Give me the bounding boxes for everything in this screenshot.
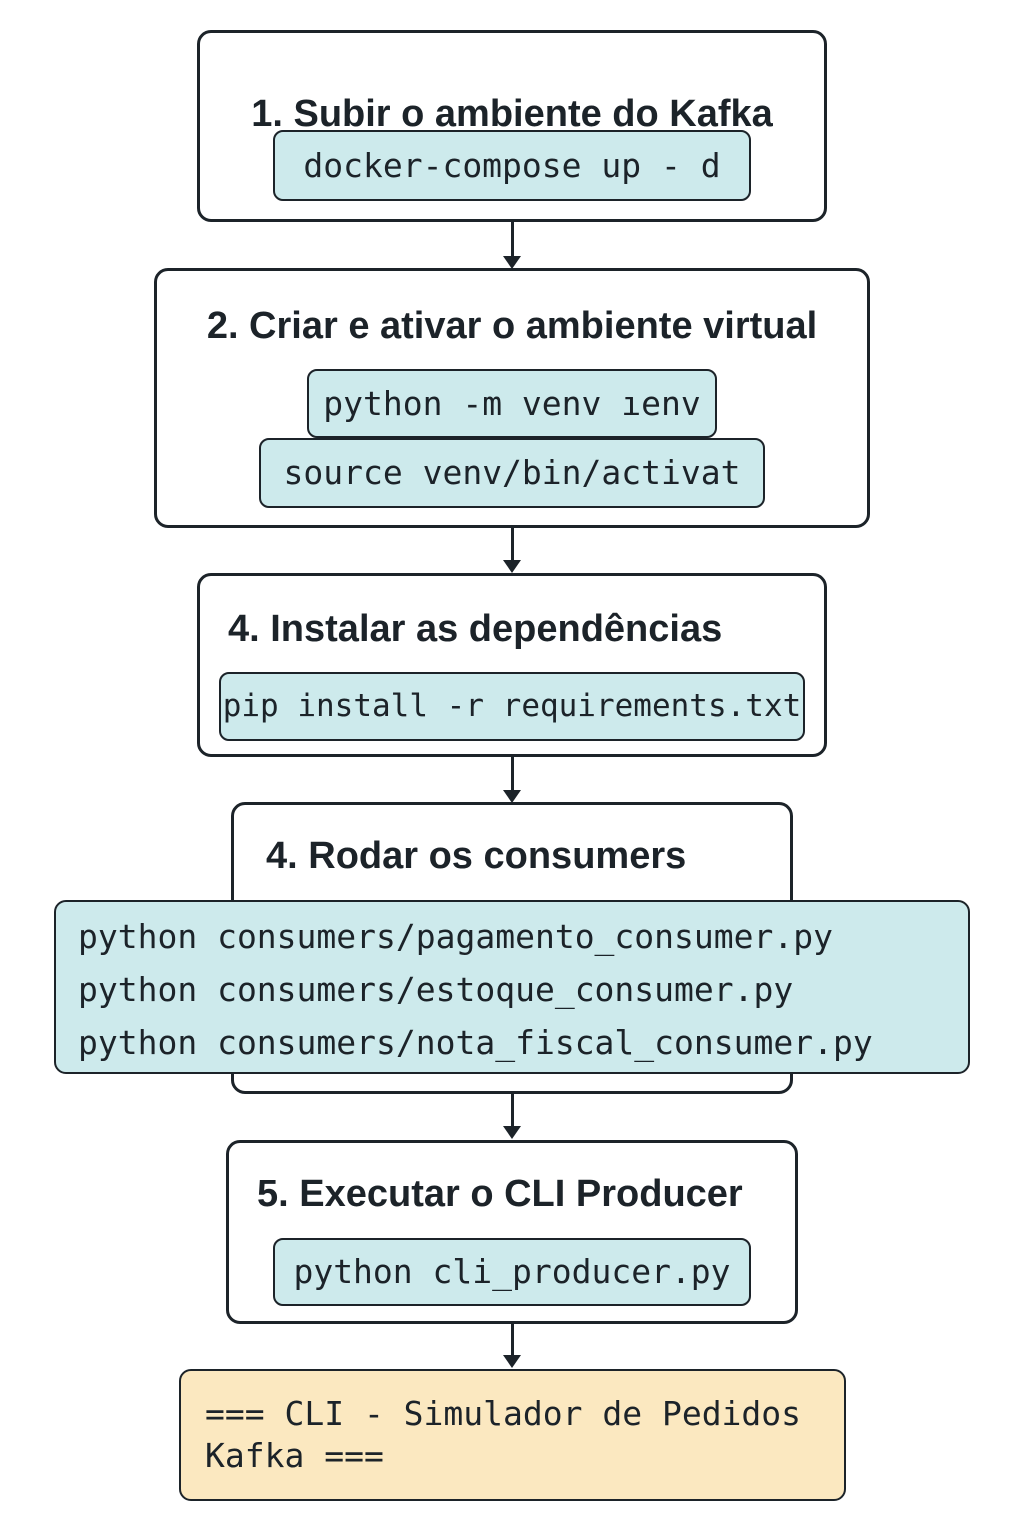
step-2-title: 2. Criar e ativar o ambiente virtual — [206, 305, 818, 347]
step-4-command-pagamento: python consumers/pagamento_consumer.py — [78, 917, 833, 956]
step-5-title: 5. Executar o CLI Producer — [257, 1173, 743, 1215]
cli-output-line-1: === CLI - Simulador de Pedidos — [205, 1394, 802, 1433]
step-2-command-activate: source venv/bin/activat — [259, 438, 765, 508]
step-1-title: 1. Subir o ambiente do Kafka — [251, 93, 773, 135]
step-4-commands-block: python consumers/pagamento_consumer.py p… — [54, 900, 970, 1074]
step-4-command-estoque: python consumers/estoque_consumer.py — [78, 970, 794, 1009]
step-3-command: pip install -r requirements.txt — [219, 672, 805, 741]
step-4-title: 4. Rodar os consumers — [266, 835, 687, 877]
step-2-command-venv: python -m venv ıenv — [307, 369, 717, 438]
cli-output-box: === CLI - Simulador de Pedidos Kafka === — [179, 1369, 846, 1501]
step-3-title: 4. Instalar as dependências — [228, 608, 723, 650]
cli-output-line-2: Kafka === — [205, 1436, 384, 1475]
step-5-command: python cli_producer.py — [273, 1238, 751, 1306]
step-1-command: docker-compose up - d — [273, 130, 751, 201]
step-4-command-nota-fiscal: python consumers/nota_fiscal_consumer.py — [78, 1023, 873, 1062]
